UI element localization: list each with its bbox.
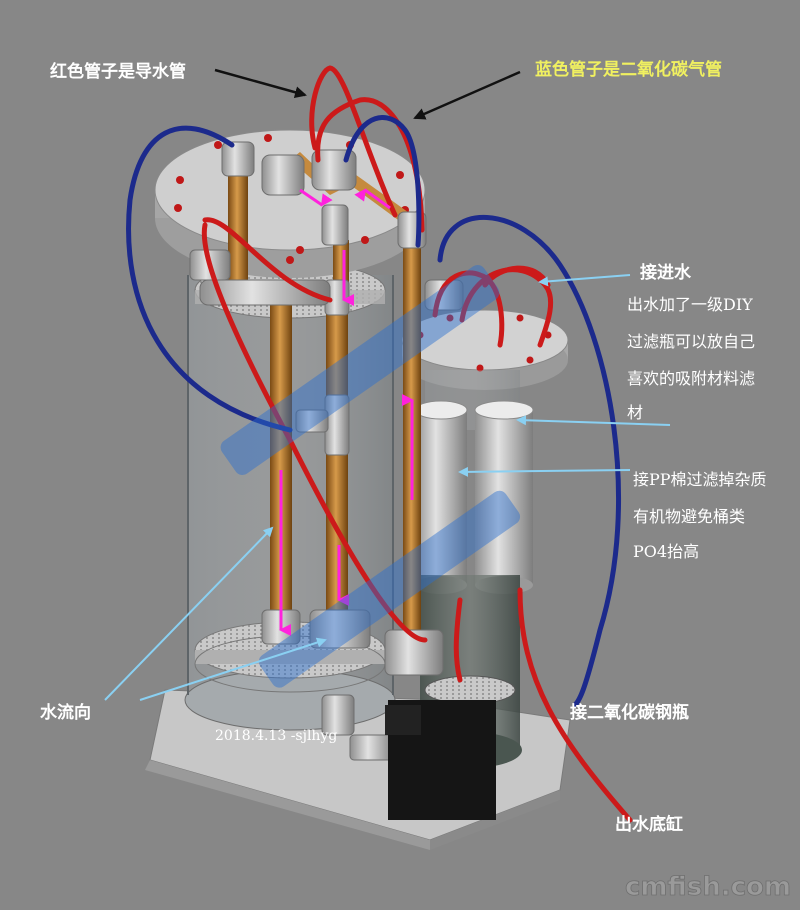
date-stamp: 2018.4.13 -sjlhyg: [215, 728, 337, 744]
pump-outlet: [385, 705, 421, 735]
annotation-arrows: [104, 274, 671, 701]
outlet-label: 出水底缸: [615, 814, 683, 835]
diy-note-line-3: 喜欢的吸附材料滤: [627, 369, 755, 388]
red-pipe-label: 红色管子是导水管: [50, 61, 186, 82]
diy-note-line-1: 出水加了一级DIY: [627, 295, 753, 314]
site-logo: cmfish.com: [625, 872, 791, 902]
water-in-label: 接进水: [640, 262, 692, 283]
pp-note-line-3: PO4抬高: [633, 542, 699, 561]
diy-note-line-2: 过滤瓶可以放自己: [627, 332, 755, 351]
pp-note-line-1: 接PP棉过滤掉杂质: [633, 470, 767, 489]
pp-note-line-2: 有机物避免桶类: [633, 507, 745, 526]
blue-pipe-label: 蓝色管子是二氧化碳气管: [535, 59, 722, 80]
diy-note-line-4: 材: [627, 403, 643, 422]
flow-label: 水流向: [40, 702, 91, 723]
co2-bottle-label: 接二氧化碳钢瓶: [570, 702, 689, 723]
flow-direction-arrows: [279, 188, 414, 636]
label-pointer-arrows: [214, 68, 521, 120]
blue-co2-pipes: [126, 115, 621, 708]
